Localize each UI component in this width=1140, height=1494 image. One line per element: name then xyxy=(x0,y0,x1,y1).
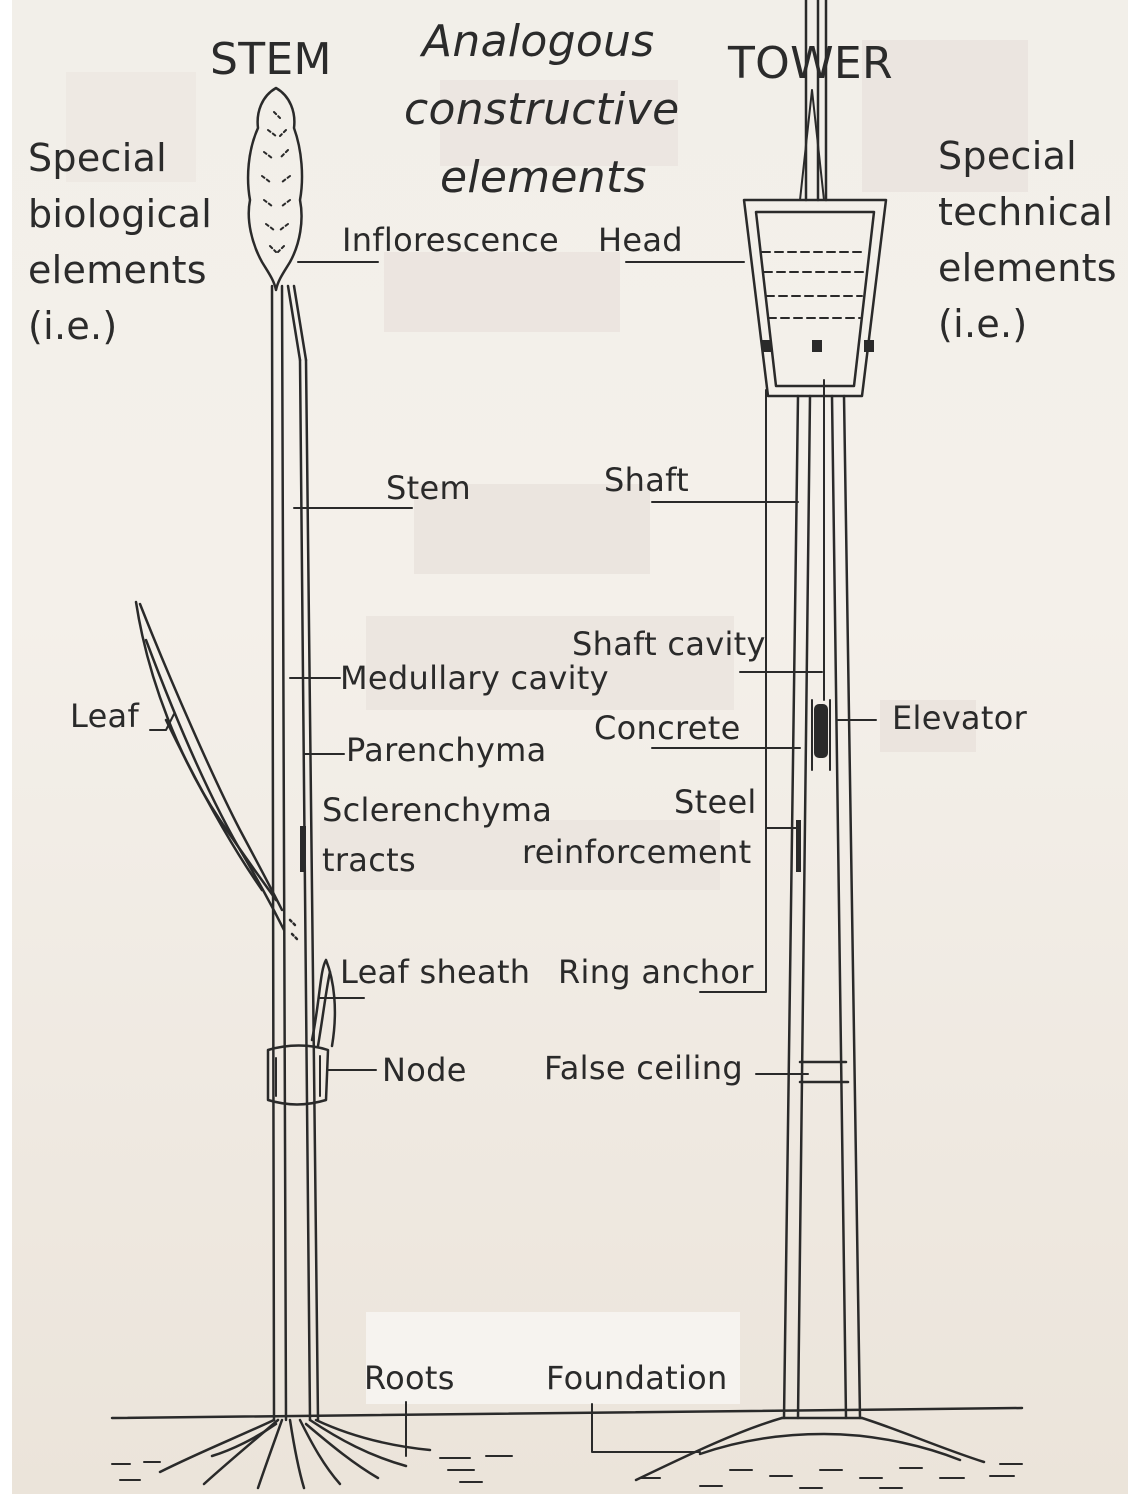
placeholder-box xyxy=(414,484,650,574)
label-parenchyma: Parenchyma xyxy=(346,731,547,769)
analogous-heading-line3: elements xyxy=(440,152,647,203)
placeholder-box xyxy=(384,252,620,332)
label-elevator: Elevator xyxy=(892,699,1028,737)
placeholder-box xyxy=(862,40,1028,192)
placeholder-box xyxy=(366,616,734,710)
leader-lines xyxy=(149,261,877,1457)
left-side-note-line2: biological xyxy=(28,192,213,236)
label-roots: Roots xyxy=(364,1359,455,1397)
label-shaft-cavity: Shaft cavity xyxy=(572,625,766,663)
analogous-heading-line1: Analogous xyxy=(422,16,655,67)
ground-line xyxy=(110,1406,1024,1489)
stem-heading: STEM xyxy=(210,34,332,85)
label-head: Head xyxy=(598,221,683,259)
placeholder-box xyxy=(66,72,196,182)
label-node: Node xyxy=(382,1051,467,1089)
label-stem: Stem xyxy=(386,469,471,507)
label-medullary-cavity: Medullary cavity xyxy=(340,659,609,697)
tower-drawing xyxy=(634,0,986,1482)
left-side-note-line3: elements xyxy=(28,248,207,292)
right-side-note-line1: Special xyxy=(938,134,1078,178)
left-side-note-line1: Special xyxy=(28,136,168,180)
label-sclerenchyma-line2: tracts xyxy=(322,841,416,879)
label-false-ceiling: False ceiling xyxy=(544,1049,743,1087)
analogous-heading-line2: constructive xyxy=(404,84,680,135)
placeholder-box xyxy=(320,820,720,890)
placeholder-box xyxy=(440,80,678,166)
left-side-note-line4: (i.e.) xyxy=(28,304,118,348)
label-shaft: Shaft xyxy=(604,461,689,499)
label-leaf-sheath: Leaf sheath xyxy=(340,953,531,991)
tower-heading: TOWER xyxy=(728,38,893,89)
label-foundation: Foundation xyxy=(546,1359,728,1397)
label-steel-line2: reinforcement xyxy=(522,833,752,871)
placeholder-box xyxy=(366,1312,740,1404)
label-leaf: Leaf xyxy=(70,697,140,735)
label-concrete: Concrete xyxy=(594,709,741,747)
label-sclerenchyma-line1: Sclerenchyma xyxy=(322,791,553,829)
placeholder-box xyxy=(880,700,976,752)
right-side-note-line3: elements xyxy=(938,246,1117,290)
label-steel-line1: Steel xyxy=(674,783,757,821)
label-ring-anchor: Ring anchor xyxy=(558,953,754,991)
right-side-note-line2: technical xyxy=(938,190,1114,234)
right-side-note-line4: (i.e.) xyxy=(938,302,1028,346)
label-inflorescence: Inflorescence xyxy=(342,221,560,259)
stem-drawing xyxy=(134,86,432,1490)
